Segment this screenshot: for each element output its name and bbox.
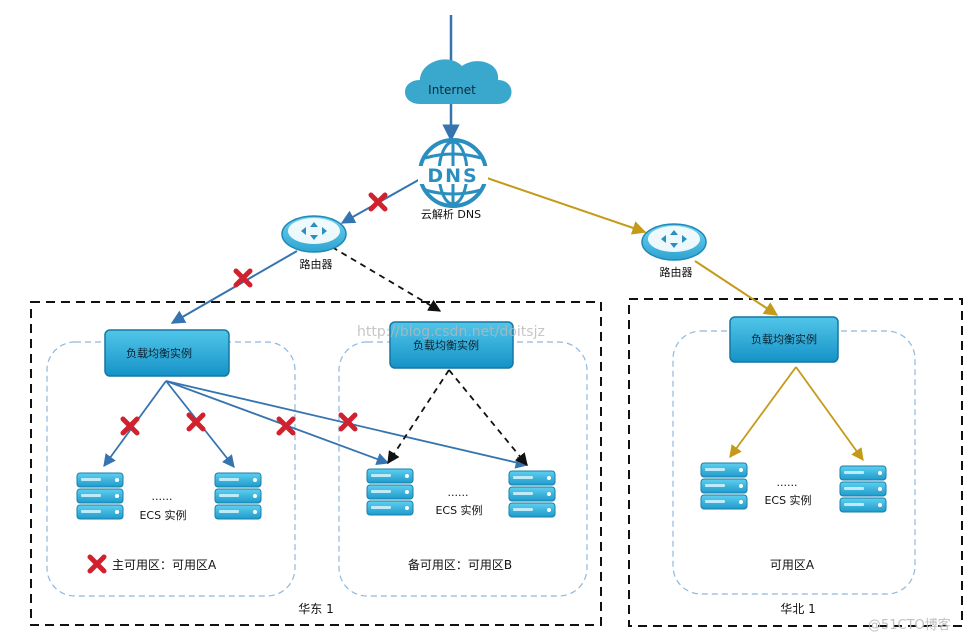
dns-globe-icon: DNS bbox=[418, 138, 488, 208]
east-router-to-slb-b-link bbox=[331, 246, 442, 312]
ecs-server-icon bbox=[508, 470, 556, 518]
slb-east-b-label: 负载均衡实例 bbox=[413, 338, 479, 352]
ecs-server-icon bbox=[76, 472, 124, 520]
ecs-server-icon bbox=[366, 468, 414, 516]
failure-x-icon bbox=[279, 419, 293, 433]
slb-a-to-ecs-b1-link bbox=[165, 380, 390, 465]
slb-north-a-label: 负载均衡实例 bbox=[751, 332, 817, 346]
zone-north-a-label: 可用区A bbox=[770, 558, 815, 572]
dns-label: 云解析 DNS bbox=[421, 207, 481, 221]
router-east-label: 路由器 bbox=[300, 257, 333, 271]
slb-b-to-ecs-b2-link bbox=[448, 369, 528, 466]
region-east-box bbox=[30, 301, 602, 626]
ecs-label-north-a: ECS 实例 bbox=[764, 493, 811, 507]
ecs-label-east-a: ECS 实例 bbox=[139, 508, 186, 522]
slb-north-a: 负载均衡实例 bbox=[729, 316, 839, 363]
ecs-ellipsis: ...... bbox=[777, 476, 798, 489]
watermark-footer: @51CTO博客 bbox=[868, 617, 951, 633]
north-slb-to-ecs-1-link bbox=[729, 366, 797, 459]
north-slb-to-ecs-2-link bbox=[795, 366, 864, 462]
failure-x-icon bbox=[371, 195, 385, 209]
ecs-ellipsis: ...... bbox=[448, 486, 469, 499]
ecs-server-icon bbox=[839, 465, 887, 513]
slb-east-a-label: 负载均衡实例 bbox=[126, 346, 192, 360]
failed-zone-x-icon bbox=[90, 557, 104, 571]
dns-to-north-router-link bbox=[486, 177, 647, 235]
region-north-box bbox=[628, 298, 963, 627]
dns-logo-text: DNS bbox=[427, 165, 478, 187]
internet-label: Internet bbox=[428, 83, 476, 97]
slb-east-b: 负载均衡实例 bbox=[389, 321, 514, 369]
ecs-server-icon bbox=[214, 472, 262, 520]
zone-east-b-label: 备可用区：可用区B bbox=[408, 558, 512, 572]
router-north-icon bbox=[641, 223, 707, 261]
router-east-icon bbox=[281, 215, 347, 253]
internet-cloud-icon: Internet bbox=[405, 59, 512, 104]
zone-east-a-label: 主可用区：可用区A bbox=[112, 558, 217, 572]
slb-east-a: 负载均衡实例 bbox=[104, 329, 230, 377]
failure-x-icon bbox=[189, 415, 203, 429]
region-north-label: 华北 1 bbox=[780, 602, 815, 616]
ecs-ellipsis: ...... bbox=[152, 490, 173, 503]
watermark-url: http://blog.csdn.net/doitsjz bbox=[357, 324, 545, 340]
region-east-label: 华东 1 bbox=[298, 602, 333, 616]
slb-b-to-ecs-b1-link bbox=[387, 369, 450, 465]
north-router-to-slb-link bbox=[694, 260, 779, 316]
ecs-server-icon bbox=[700, 462, 748, 510]
router-north-label: 路由器 bbox=[660, 265, 693, 279]
ecs-label-east-b: ECS 实例 bbox=[435, 503, 482, 517]
